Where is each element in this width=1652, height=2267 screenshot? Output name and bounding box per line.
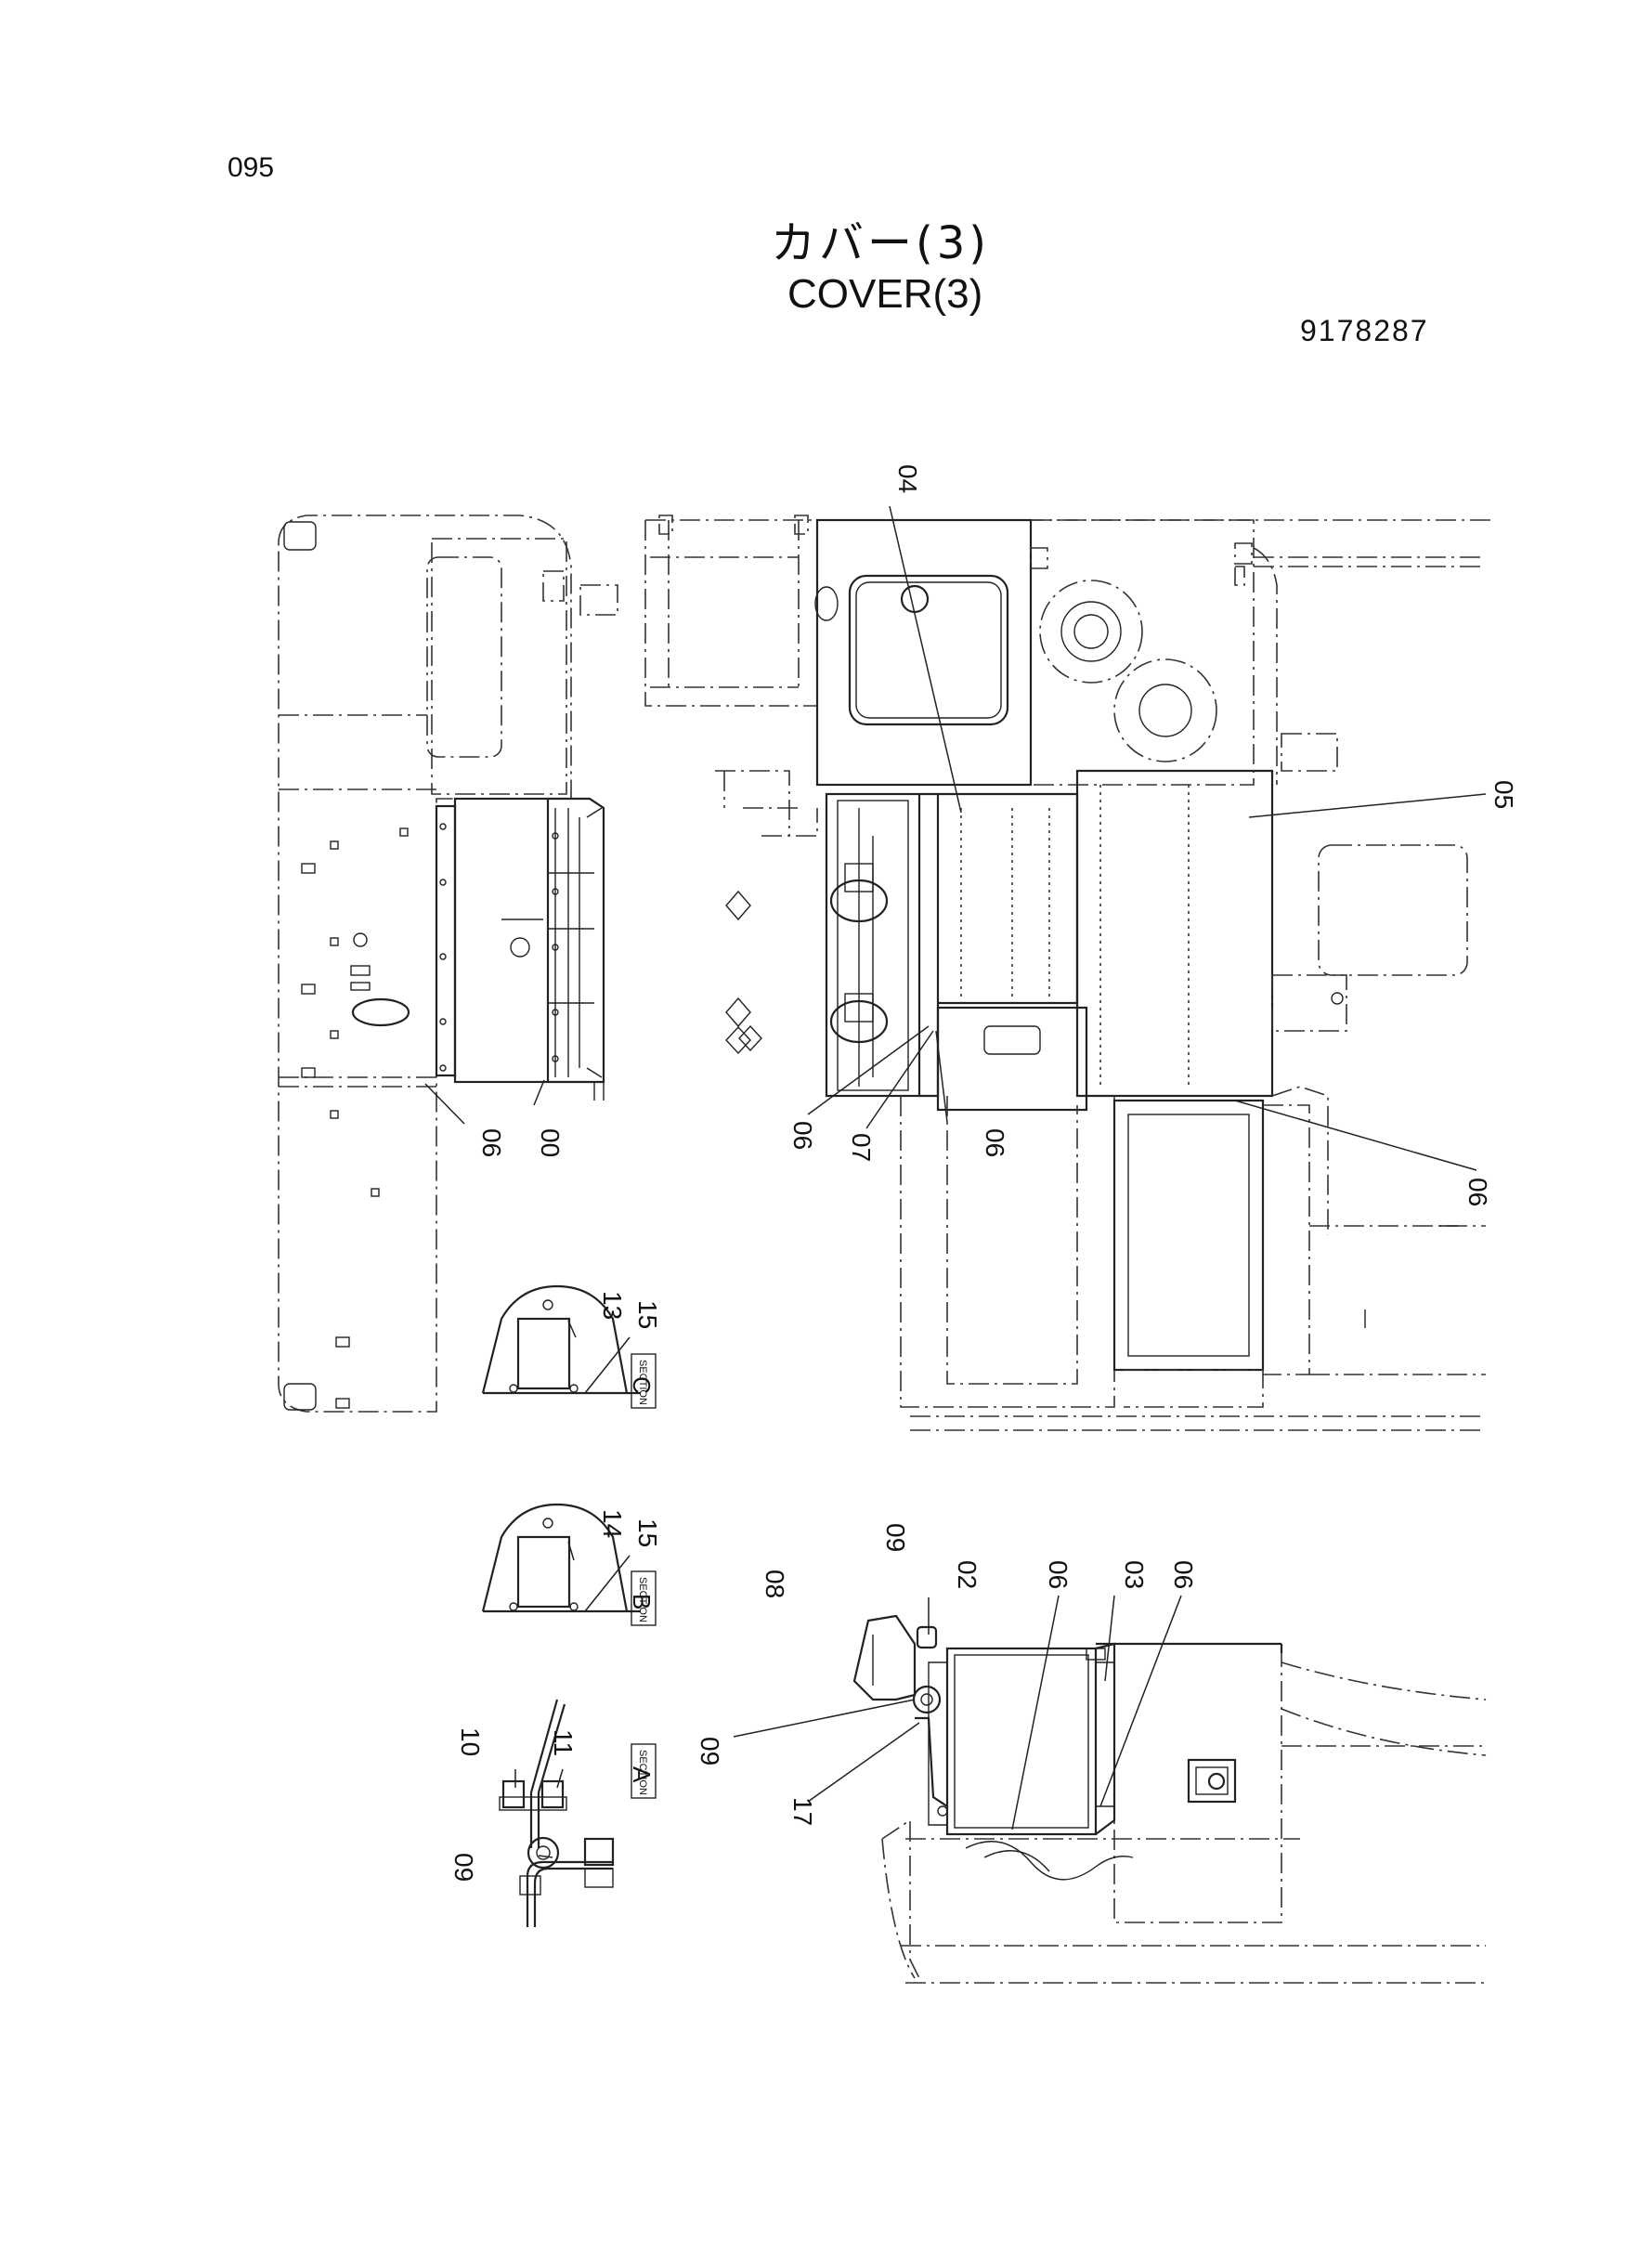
section-b-letter: B bbox=[628, 1594, 656, 1609]
section-c-detail bbox=[481, 1284, 641, 1395]
callout-11: 11 bbox=[549, 1729, 578, 1756]
callout-09-top: 09 bbox=[881, 1523, 910, 1552]
leader-lines bbox=[424, 505, 1487, 1858]
callout-09-left: 09 bbox=[696, 1737, 724, 1765]
callout-labels: 04 05 06 00 06 07 06 06 13 15 14 15 09 0… bbox=[449, 464, 1518, 1882]
section-b-detail bbox=[481, 1503, 641, 1613]
section-c-letter: C bbox=[628, 1376, 656, 1394]
bottom-right-view bbox=[852, 1614, 1487, 1984]
callout-00: 00 bbox=[536, 1128, 565, 1157]
callout-06-right: 06 bbox=[1463, 1178, 1492, 1206]
section-a-tag: SECTION A bbox=[628, 1743, 657, 1799]
callout-06-bottom-b: 06 bbox=[1169, 1560, 1198, 1589]
svg-text:SECTION: SECTION bbox=[637, 1750, 648, 1795]
left-side-view bbox=[278, 515, 618, 1413]
top-right-view bbox=[644, 515, 1495, 1431]
svg-text:SECTION: SECTION bbox=[637, 1360, 648, 1405]
callout-06-mid-a: 06 bbox=[788, 1121, 817, 1150]
page-number: 095 bbox=[228, 152, 275, 183]
callout-10: 10 bbox=[456, 1727, 485, 1756]
callout-15-b: 15 bbox=[633, 1518, 662, 1547]
callout-07: 07 bbox=[847, 1133, 876, 1162]
section-c-tag: SECTION C bbox=[628, 1353, 657, 1409]
callout-14: 14 bbox=[598, 1509, 627, 1538]
callout-02: 02 bbox=[953, 1560, 982, 1589]
callout-13: 13 bbox=[598, 1291, 627, 1320]
callout-17: 17 bbox=[788, 1797, 817, 1826]
callout-15-c: 15 bbox=[633, 1300, 662, 1329]
svg-text:SECTION: SECTION bbox=[637, 1577, 648, 1622]
callout-06-mid-b: 06 bbox=[981, 1128, 1009, 1157]
callout-04: 04 bbox=[893, 464, 922, 493]
section-a-detail bbox=[499, 1699, 615, 1927]
title-japanese: カバー(3) bbox=[771, 217, 990, 269]
drawing-number: 9178287 bbox=[1300, 314, 1429, 347]
title-english: COVER(3) bbox=[787, 271, 983, 317]
section-b-tag: SECTION B bbox=[628, 1570, 657, 1626]
callout-06-bottom-a: 06 bbox=[1044, 1560, 1073, 1589]
callout-08: 08 bbox=[761, 1570, 789, 1598]
callout-05: 05 bbox=[1489, 780, 1518, 809]
callout-03: 03 bbox=[1120, 1560, 1149, 1589]
callout-06-left: 06 bbox=[477, 1128, 506, 1157]
callout-09-section-a: 09 bbox=[449, 1853, 478, 1882]
section-a-letter: A bbox=[628, 1766, 656, 1783]
